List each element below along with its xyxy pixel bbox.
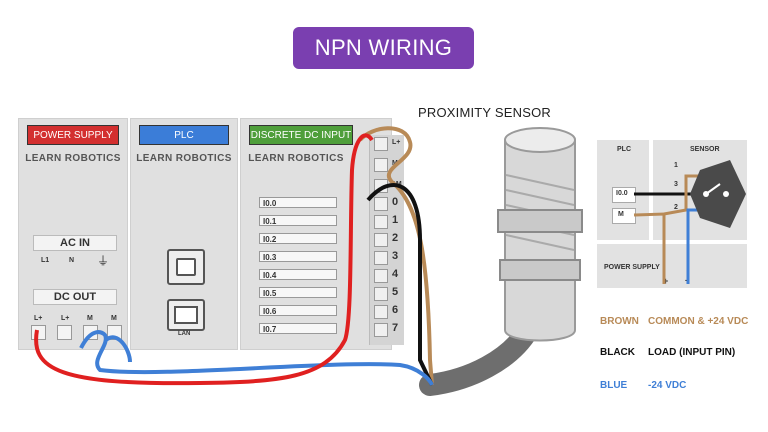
input-terminal-number-0: 0 (392, 196, 399, 208)
input-terminal-number-5: 5 (392, 286, 399, 298)
power-supply-header: POWER SUPPLY (27, 125, 119, 145)
input-terminal-block-7 (374, 323, 388, 337)
sensor-title: PROXIMITY SENSOR (418, 105, 551, 120)
ac-terminal-n: N (69, 257, 75, 264)
input-terminal-number-1: 1 (392, 214, 399, 226)
blue-wire (79, 330, 434, 386)
plc-header: PLC (139, 125, 229, 145)
input-top-terminal-label-0: L+ (392, 139, 401, 146)
input-terminal-number-3: 3 (392, 250, 399, 262)
dc-terminal-m-1: M (87, 315, 93, 322)
input-header: DISCRETE DC INPUT (249, 125, 353, 145)
proximity-sensor-icon (497, 127, 583, 342)
sensor-switch-icon (690, 160, 746, 228)
diagram-title: NPN WIRING (314, 35, 453, 60)
legend-brown-name: BROWN (600, 316, 639, 327)
legend-black-desc: LOAD (INPUT PIN) (648, 347, 736, 358)
power-supply-brand: LEARN ROBOTICS (25, 153, 121, 164)
dc-terminal-block-2 (57, 325, 72, 340)
input-brand: LEARN ROBOTICS (248, 153, 344, 164)
dc-terminal-lplus-2: L+ (61, 315, 70, 322)
red-wire (34, 133, 374, 386)
black-wire (366, 183, 434, 386)
input-terminal-block-4 (374, 269, 388, 283)
schematic-m-label: M (618, 211, 624, 218)
input-top-terminal-block-1 (374, 158, 388, 172)
dc-terminal-lplus-1: L+ (34, 315, 43, 322)
blue-wire-branch (104, 335, 132, 363)
io-label-0: I0.0 (259, 197, 337, 208)
schematic-input-label: I0.0 (616, 190, 628, 197)
schematic-plc-label: PLC (617, 146, 631, 153)
schematic-pin-2: 2 (674, 204, 678, 211)
plc-module: PLC LEARN ROBOTICS LAN (130, 118, 238, 350)
input-terminal-number-6: 6 (392, 304, 399, 316)
sensor-cable (419, 319, 539, 396)
ac-in-label: AC IN (33, 235, 117, 251)
legend-blue-name: BLUE (600, 380, 628, 391)
input-terminal-block-2 (374, 233, 388, 247)
io-label-2: I0.2 (259, 233, 337, 244)
io-label-5: I0.5 (259, 287, 337, 298)
input-terminal-block-5 (374, 287, 388, 301)
schematic-pin-1: 1 (674, 162, 678, 169)
brown-wire (358, 126, 434, 386)
io-label-6: I0.6 (259, 305, 337, 316)
schematic-power-box (597, 244, 747, 288)
input-terminal-number-7: 7 (392, 322, 399, 334)
plc-brand: LEARN ROBOTICS (136, 153, 232, 164)
title-badge: NPN WIRING (293, 27, 474, 69)
schematic-plus: + (663, 276, 669, 286)
power-supply-module: POWER SUPPLY LEARN ROBOTICS AC IN L1 N ⏚… (18, 118, 128, 350)
input-terminal-block-3 (374, 251, 388, 265)
input-top-terminal-block-0 (374, 137, 388, 151)
dc-terminal-m-2: M (111, 315, 117, 322)
io-label-3: I0.3 (259, 251, 337, 262)
schematic-power-label: POWER SUPPLY (604, 264, 660, 271)
schematic-pin-3: 3 (674, 181, 678, 188)
ground-icon: ⏚ (97, 254, 110, 268)
ac-terminal-l1: L1 (41, 257, 50, 264)
legend-brown-desc: COMMON & +24 VDC (648, 316, 749, 327)
input-terminal-block-1 (374, 215, 388, 229)
dc-out-label: DC OUT (33, 289, 117, 305)
usb-port-icon (167, 249, 205, 285)
io-label-1: I0.1 (259, 215, 337, 226)
schematic-lines (633, 160, 746, 284)
input-terminal-number-4: 4 (392, 268, 399, 280)
io-label-4: I0.4 (259, 269, 337, 280)
input-terminal-number-2: 2 (392, 232, 399, 244)
input-terminal-block-6 (374, 305, 388, 319)
legend-blue-desc: -24 VDC (648, 380, 687, 391)
io-label-7: I0.7 (259, 323, 337, 334)
lan-port-icon (167, 299, 205, 331)
legend-black-name: BLACK (600, 347, 635, 358)
lan-label: LAN (178, 331, 191, 337)
schematic-sensor-label: SENSOR (690, 146, 720, 153)
input-terminal-block-0 (374, 197, 388, 211)
